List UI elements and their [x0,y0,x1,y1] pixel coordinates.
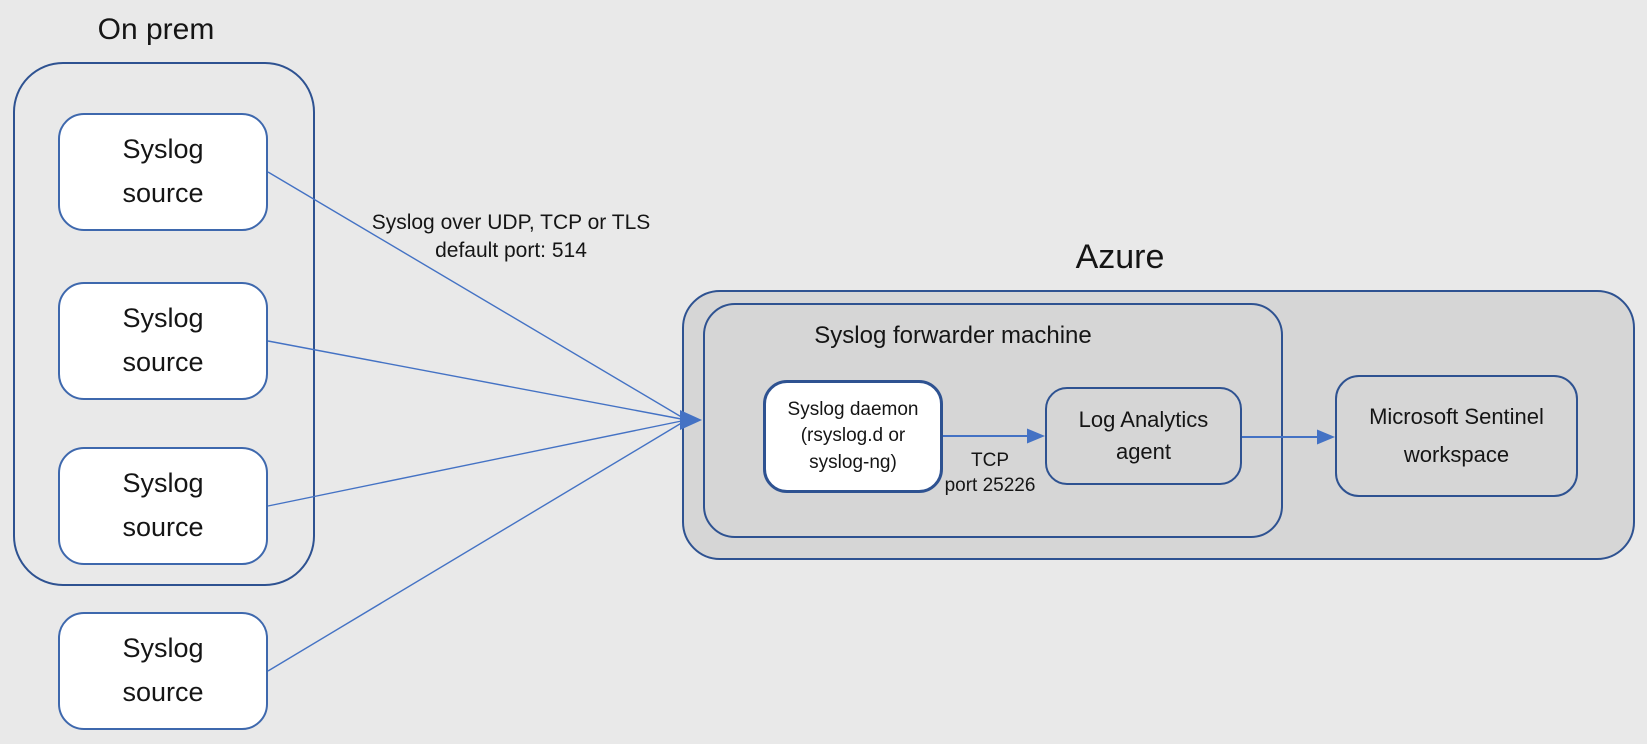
azure-title: Azure [1075,238,1165,276]
syslog-transport-label: Syslog over UDP, TCP or TLS default port… [371,211,651,262]
syslog-source-box: Syslog source [58,282,268,400]
microsoft-sentinel-workspace-box: Microsoft Sentinel workspace [1335,375,1578,497]
syslog-source-box: Syslog source [58,113,268,231]
syslog-source-box: Syslog source [58,612,268,730]
syslog-forwarder-title: Syslog forwarder machine [814,322,1092,349]
syslog-source-box: Syslog source [58,447,268,565]
connector-source4-to-forwarder [267,420,685,672]
tcp-port-label: TCP port 25226 [944,450,1036,496]
on-prem-title: On prem [97,13,215,46]
connector-source2-to-forwarder [267,340,685,421]
syslog-daemon-box: Syslog daemon (rsyslog.d or syslog-ng) [763,380,943,493]
log-analytics-agent-box: Log Analytics agent [1045,387,1242,485]
connector-source3-to-forwarder [267,419,685,507]
